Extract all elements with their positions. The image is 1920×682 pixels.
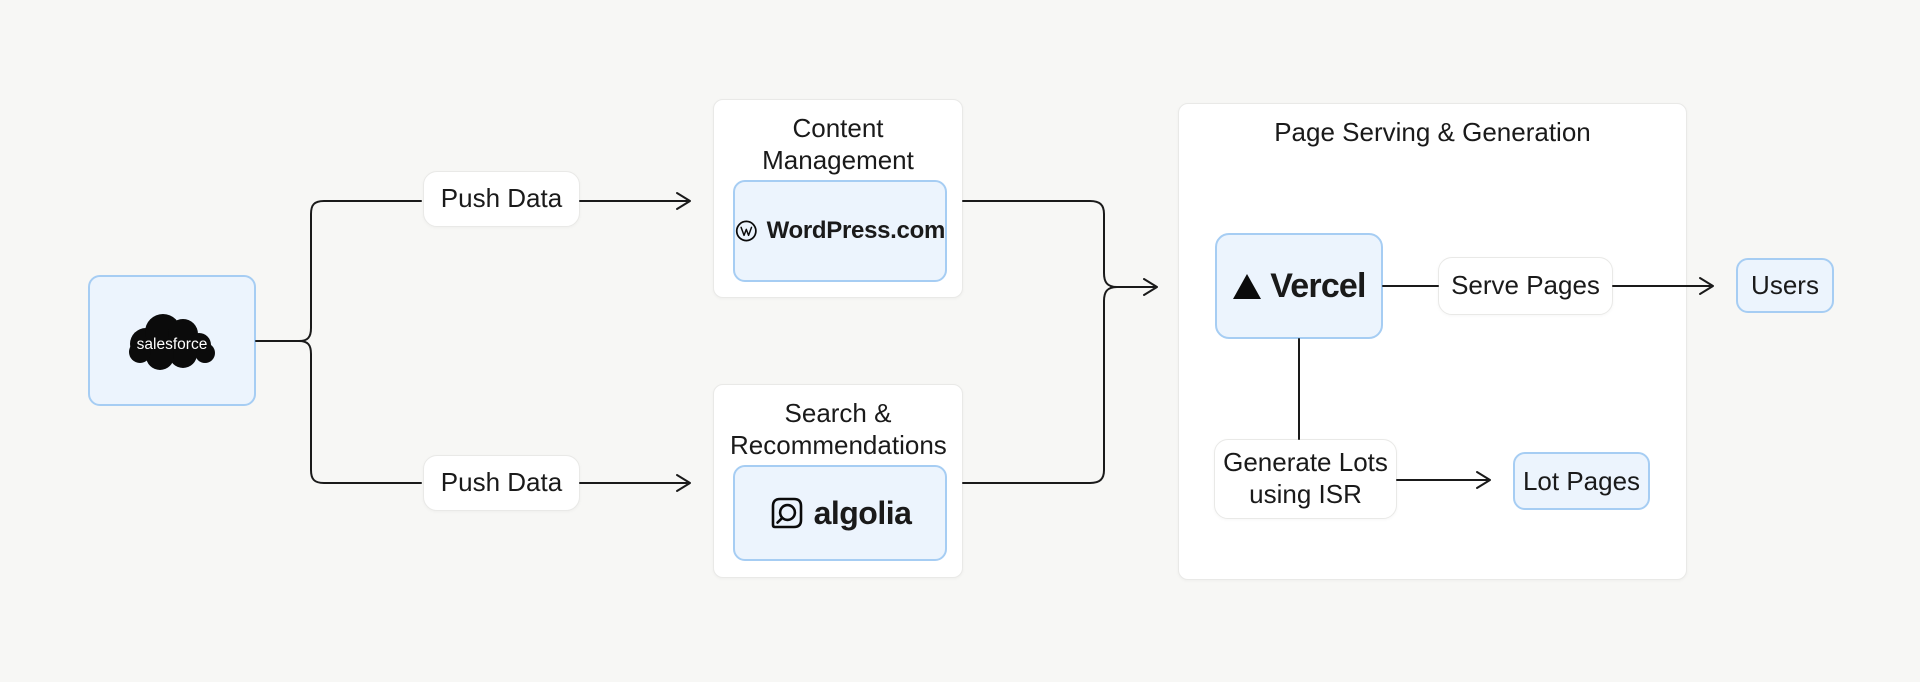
wire-split-bottom — [298, 340, 422, 484]
users-label: Users — [1751, 270, 1819, 300]
edge-label-push-data-top: Push Data — [423, 171, 580, 227]
vercel-label: Vercel — [1270, 266, 1366, 305]
arrowhead-merge — [1143, 278, 1158, 296]
wire-merge-bottom — [962, 286, 1118, 484]
serve-pages-box: Serve Pages — [1438, 257, 1613, 315]
wire-merge-top — [962, 200, 1118, 288]
lot-pages-label: Lot Pages — [1522, 465, 1641, 496]
algolia-node: algolia — [733, 465, 947, 561]
arrowhead-push-bottom — [676, 474, 691, 492]
users-node: Users — [1736, 258, 1834, 313]
salesforce-cloud-icon: salesforce — [129, 313, 215, 370]
wordpress-node: WordPress.com — [733, 180, 947, 282]
push-data-bottom-label: Push Data — [440, 467, 563, 498]
vercel-triangle-icon — [1233, 273, 1262, 299]
algolia-icon — [771, 497, 802, 529]
arrowhead-users — [1699, 277, 1714, 295]
arrowhead-push-top — [676, 192, 691, 210]
edge-label-push-data-bottom: Push Data — [423, 455, 580, 511]
page-serving-title: Page Serving & Generation — [1274, 117, 1591, 147]
wordpress-label: WordPress.com — [766, 217, 946, 244]
push-data-top-label: Push Data — [440, 183, 563, 214]
content-management-title: Content Management — [762, 113, 914, 175]
algolia-label: algolia — [813, 494, 912, 531]
wordpress-icon — [735, 220, 757, 242]
salesforce-logo-text: salesforce — [137, 336, 208, 353]
generate-lots-box: Generate Lots using ISR — [1214, 439, 1397, 519]
vercel-node: Vercel — [1215, 233, 1383, 339]
lot-pages-node: Lot Pages — [1513, 452, 1650, 510]
salesforce-node: salesforce — [88, 275, 256, 406]
wire-split-top — [298, 200, 422, 342]
search-recommendations-title: Search & Recommendations — [730, 398, 947, 460]
serve-pages-label: Serve Pages — [1451, 270, 1600, 301]
generate-lots-label: Generate Lots using ISR — [1223, 447, 1388, 509]
